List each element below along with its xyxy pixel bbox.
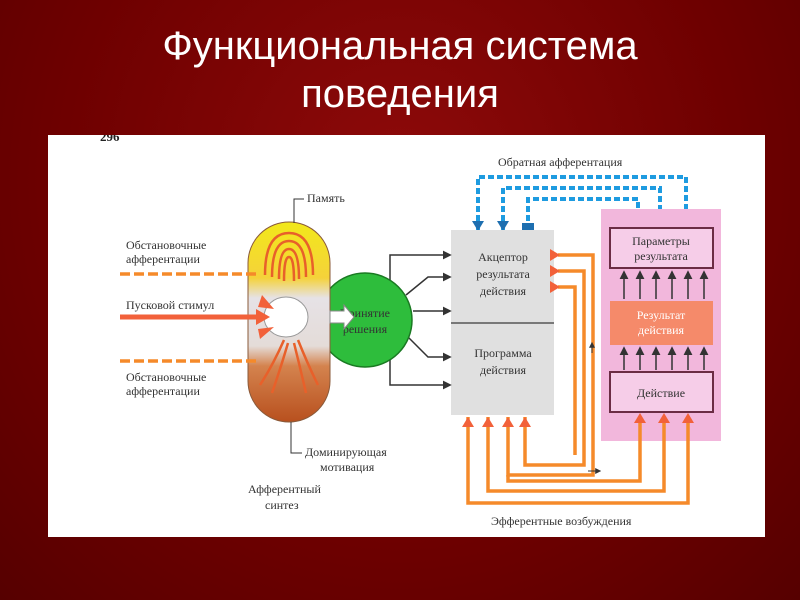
result-params-line1: Параметры — [632, 234, 690, 248]
acceptor-line3: действия — [480, 284, 527, 298]
situational-afferentation-lines — [120, 272, 258, 363]
trigger-circle — [263, 296, 309, 338]
program-line1: Программа — [474, 346, 532, 360]
synthesis-to-decision-arrow — [329, 303, 355, 331]
efferent-label: Эфферентные возбуждения — [491, 514, 632, 528]
memory-leader — [293, 198, 304, 223]
result-line1: Результат — [637, 308, 686, 322]
slide-title: Функциональная система поведения — [0, 22, 800, 118]
situational-top-line1: Обстановочные — [126, 238, 206, 252]
afferent-synthesis-line1: Афферентный — [248, 482, 321, 496]
afferent-synthesis-line2: синтез — [265, 498, 299, 512]
motivation-line1: Доминирующая — [305, 445, 387, 459]
acceptor-line1: Акцептор — [478, 250, 528, 264]
feedback-arrowheads — [472, 221, 534, 232]
motivation-lines — [258, 339, 320, 394]
acceptor-line2: результата — [476, 267, 530, 281]
decision-line2: решения — [343, 322, 388, 336]
feedback-afferentation-lines — [476, 175, 688, 230]
action-box — [609, 371, 714, 413]
trigger-arrowheads — [256, 295, 274, 339]
panel-upward-arrows — [619, 270, 709, 370]
feedback-label: Обратная афферентация — [498, 155, 623, 169]
situational-top-line2: афферентации — [126, 252, 200, 266]
memory-arcs — [263, 231, 315, 282]
program-line2: действия — [480, 363, 527, 377]
motivation-line2: мотивация — [320, 460, 375, 474]
title-line-2: поведения — [301, 72, 499, 116]
result-params-line2: результата — [634, 249, 688, 263]
situational-bottom-line2: афферентации — [126, 384, 200, 398]
trigger-stimulus-label: Пусковой стимул — [126, 298, 214, 312]
title-line-1: Функциональная система — [162, 24, 638, 68]
efferent-loop-lines — [466, 253, 690, 505]
result-box — [610, 301, 713, 345]
memory-label: Память — [307, 191, 345, 205]
result-line2: действия — [638, 323, 685, 337]
motivation-leader — [290, 422, 302, 454]
page-number: 296 — [100, 135, 120, 144]
functional-system-diagram: 296 Обратная афферентация Параметры резу… — [100, 135, 721, 528]
diagram-figure: 296 Обратная афферентация Параметры резу… — [48, 135, 765, 537]
situational-bottom-line1: Обстановочные — [126, 370, 206, 384]
action-label: Действие — [637, 386, 685, 400]
result-params-box — [609, 227, 714, 269]
efferent-arrowheads — [462, 249, 694, 427]
